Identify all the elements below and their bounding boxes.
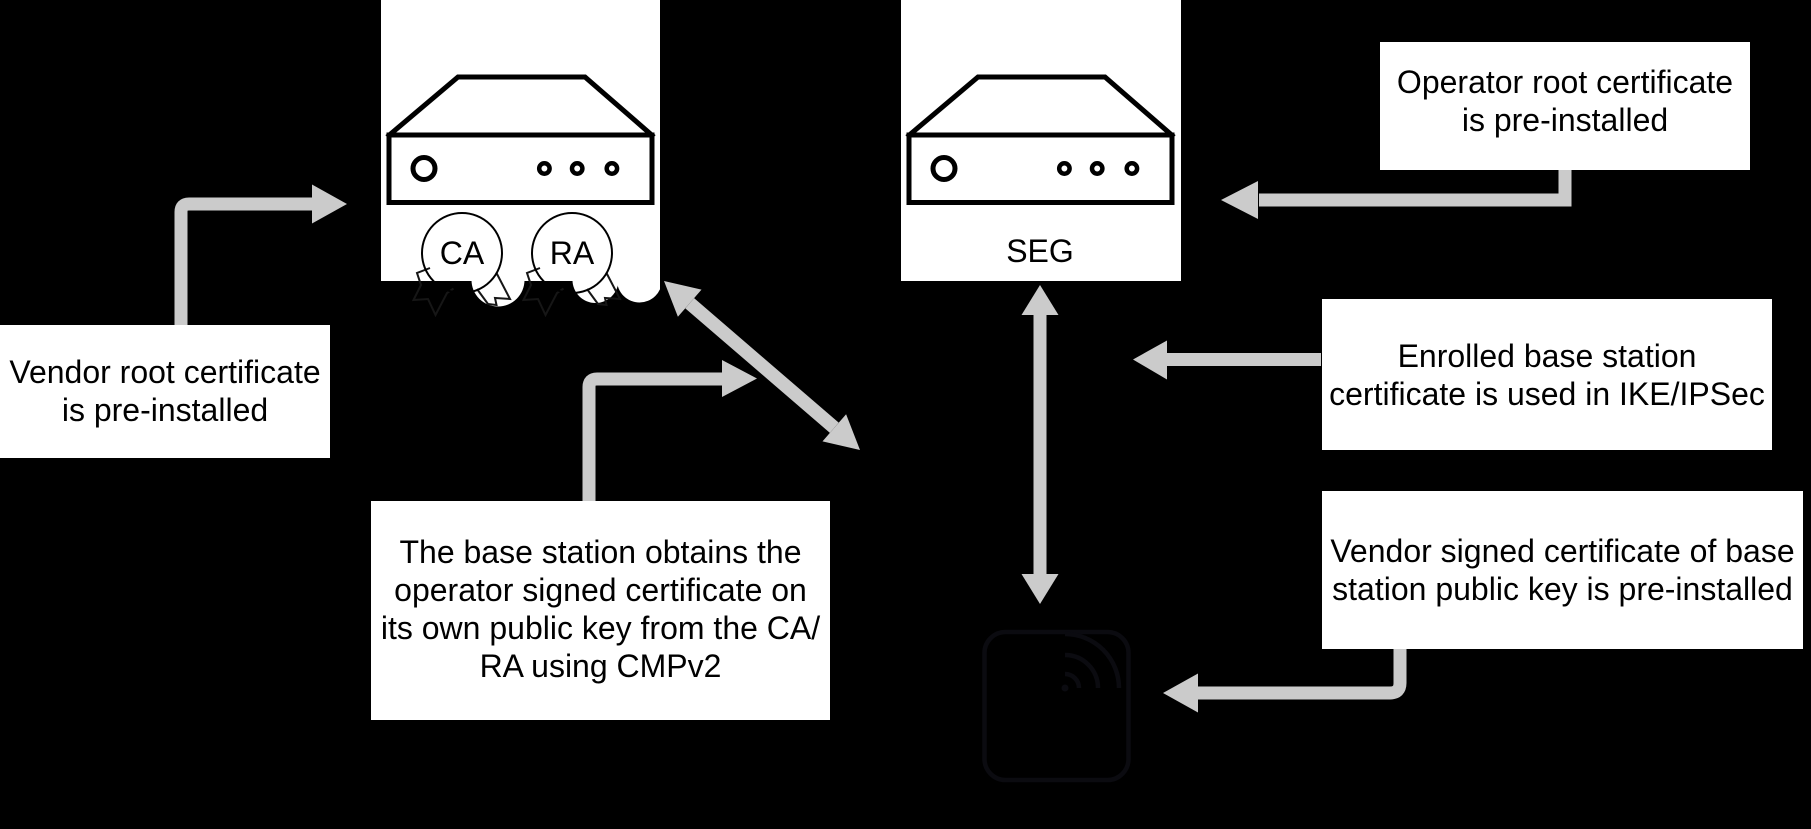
- svg-text:Enrolled base station: Enrolled base station: [1398, 338, 1697, 374]
- svg-text:RA using CMPv2: RA using CMPv2: [480, 648, 722, 684]
- svg-text:Vendor signed certificate of b: Vendor signed certificate of base: [1330, 533, 1794, 569]
- svg-text:certificate is used in IKE/IPS: certificate is used in IKE/IPSec: [1329, 376, 1765, 412]
- svg-text:operator signed certificate on: operator signed certificate on: [394, 572, 807, 608]
- svg-text:CA: CA: [440, 235, 485, 271]
- svg-text:Vendor root certificate: Vendor root certificate: [9, 354, 320, 390]
- svg-text:its own public key from the CA: its own public key from the CA/: [381, 610, 820, 646]
- svg-text:is pre-installed: is pre-installed: [62, 392, 268, 428]
- svg-text:SEG: SEG: [1006, 233, 1074, 269]
- svg-text:Operator root certificate: Operator root certificate: [1397, 64, 1733, 100]
- svg-text:is pre-installed: is pre-installed: [1462, 102, 1668, 138]
- svg-text:RA: RA: [550, 235, 595, 271]
- svg-text:The base station obtains the: The base station obtains the: [399, 534, 801, 570]
- svg-text:station public key is pre-inst: station public key is pre-installed: [1332, 571, 1793, 607]
